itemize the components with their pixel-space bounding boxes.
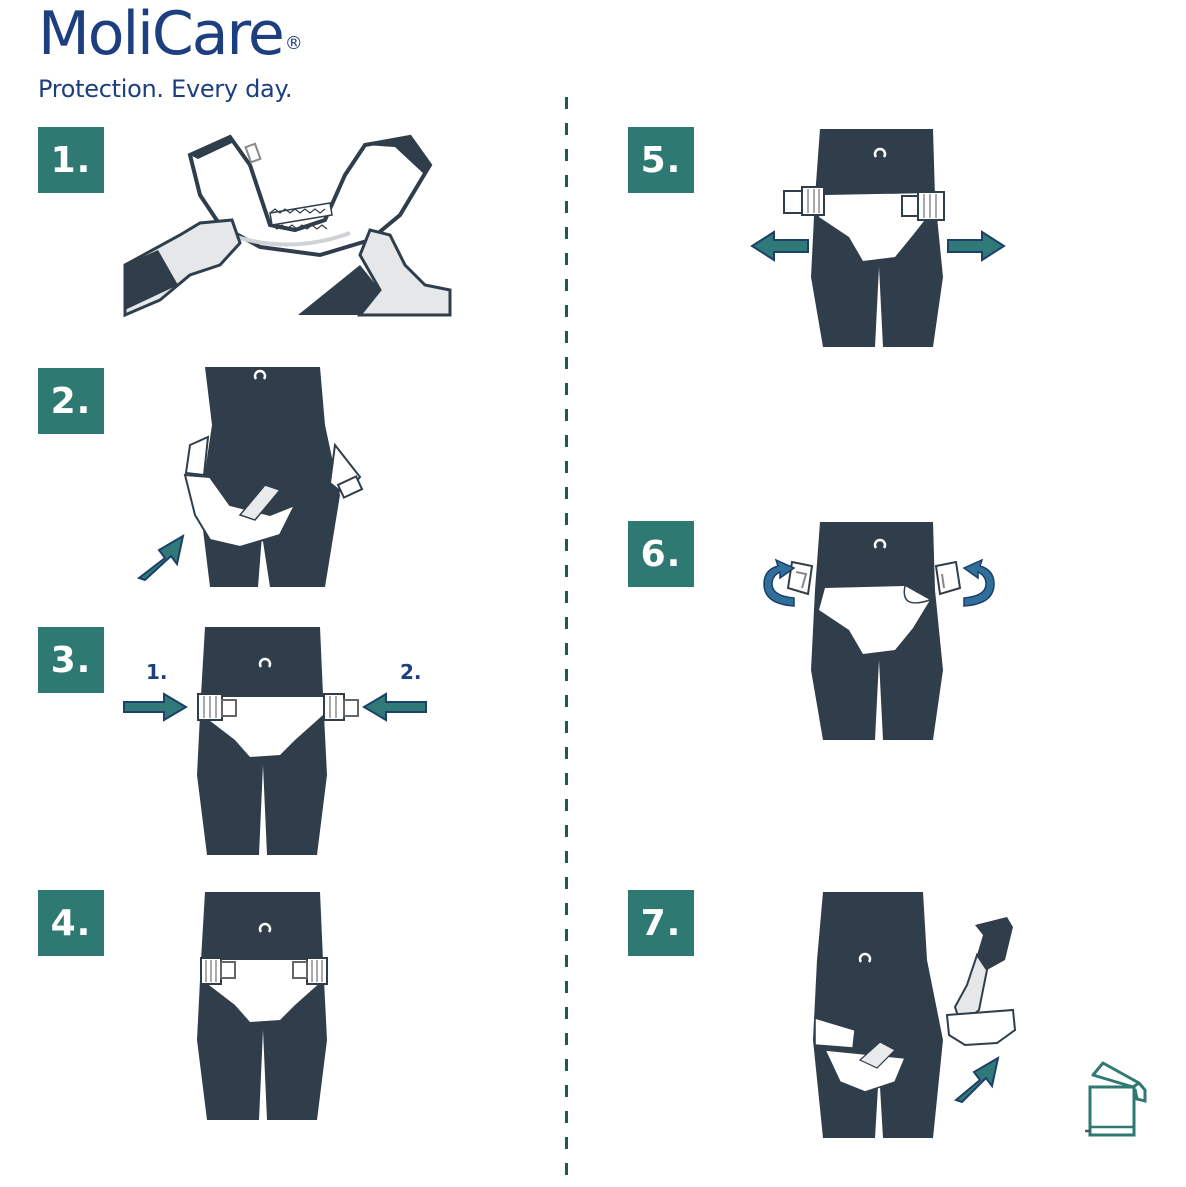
- trash-bin-icon: [1085, 1055, 1155, 1140]
- curved-arrow-right-icon: [962, 558, 998, 608]
- brand-wordmark: MoliCare: [38, 0, 285, 69]
- left-tab: [196, 692, 241, 724]
- brand-tagline: Protection. Every day.: [38, 75, 293, 103]
- arrow-up-right-icon: [952, 1052, 1004, 1104]
- step-7-illustration: [805, 890, 955, 1140]
- step-5-illustration: [805, 127, 945, 349]
- registered-mark: ®: [284, 33, 303, 54]
- arrow-right-icon: [122, 692, 188, 722]
- step-3-illustration: [195, 625, 335, 857]
- step-7-badge: 7.: [628, 890, 694, 956]
- step-6-badge: 6.: [628, 521, 694, 587]
- right-tab: [322, 692, 367, 724]
- step-3-sub-label-2: 2.: [400, 660, 422, 684]
- brand-name: MoliCare®: [38, 0, 303, 72]
- step-3-badge: 3.: [38, 627, 104, 693]
- hand-holding-brief: [945, 915, 1025, 1055]
- arrow-up-right-icon: [135, 528, 190, 583]
- step-1-illustration: [120, 125, 452, 318]
- curved-arrow-left-icon: [760, 558, 796, 608]
- arrow-left-icon: [362, 692, 428, 722]
- step-6-illustration: [805, 520, 945, 742]
- left-tab-rolled: [786, 558, 816, 598]
- step-5-badge: 5.: [628, 127, 694, 193]
- step-3-sub-label-1: 1.: [146, 660, 168, 684]
- arrow-right-icon: [946, 230, 1006, 262]
- right-tab-open: [900, 188, 950, 224]
- left-tab-open: [782, 183, 832, 219]
- step-2-illustration: [130, 365, 390, 590]
- arrow-left-icon: [750, 230, 810, 262]
- step-2-badge: 2.: [38, 368, 104, 434]
- column-divider: [565, 97, 568, 1187]
- step-4-illustration: [195, 890, 335, 1122]
- step-1-badge: 1.: [38, 127, 104, 193]
- right-tab-rolled: [932, 558, 962, 598]
- step-4-badge: 4.: [38, 890, 104, 956]
